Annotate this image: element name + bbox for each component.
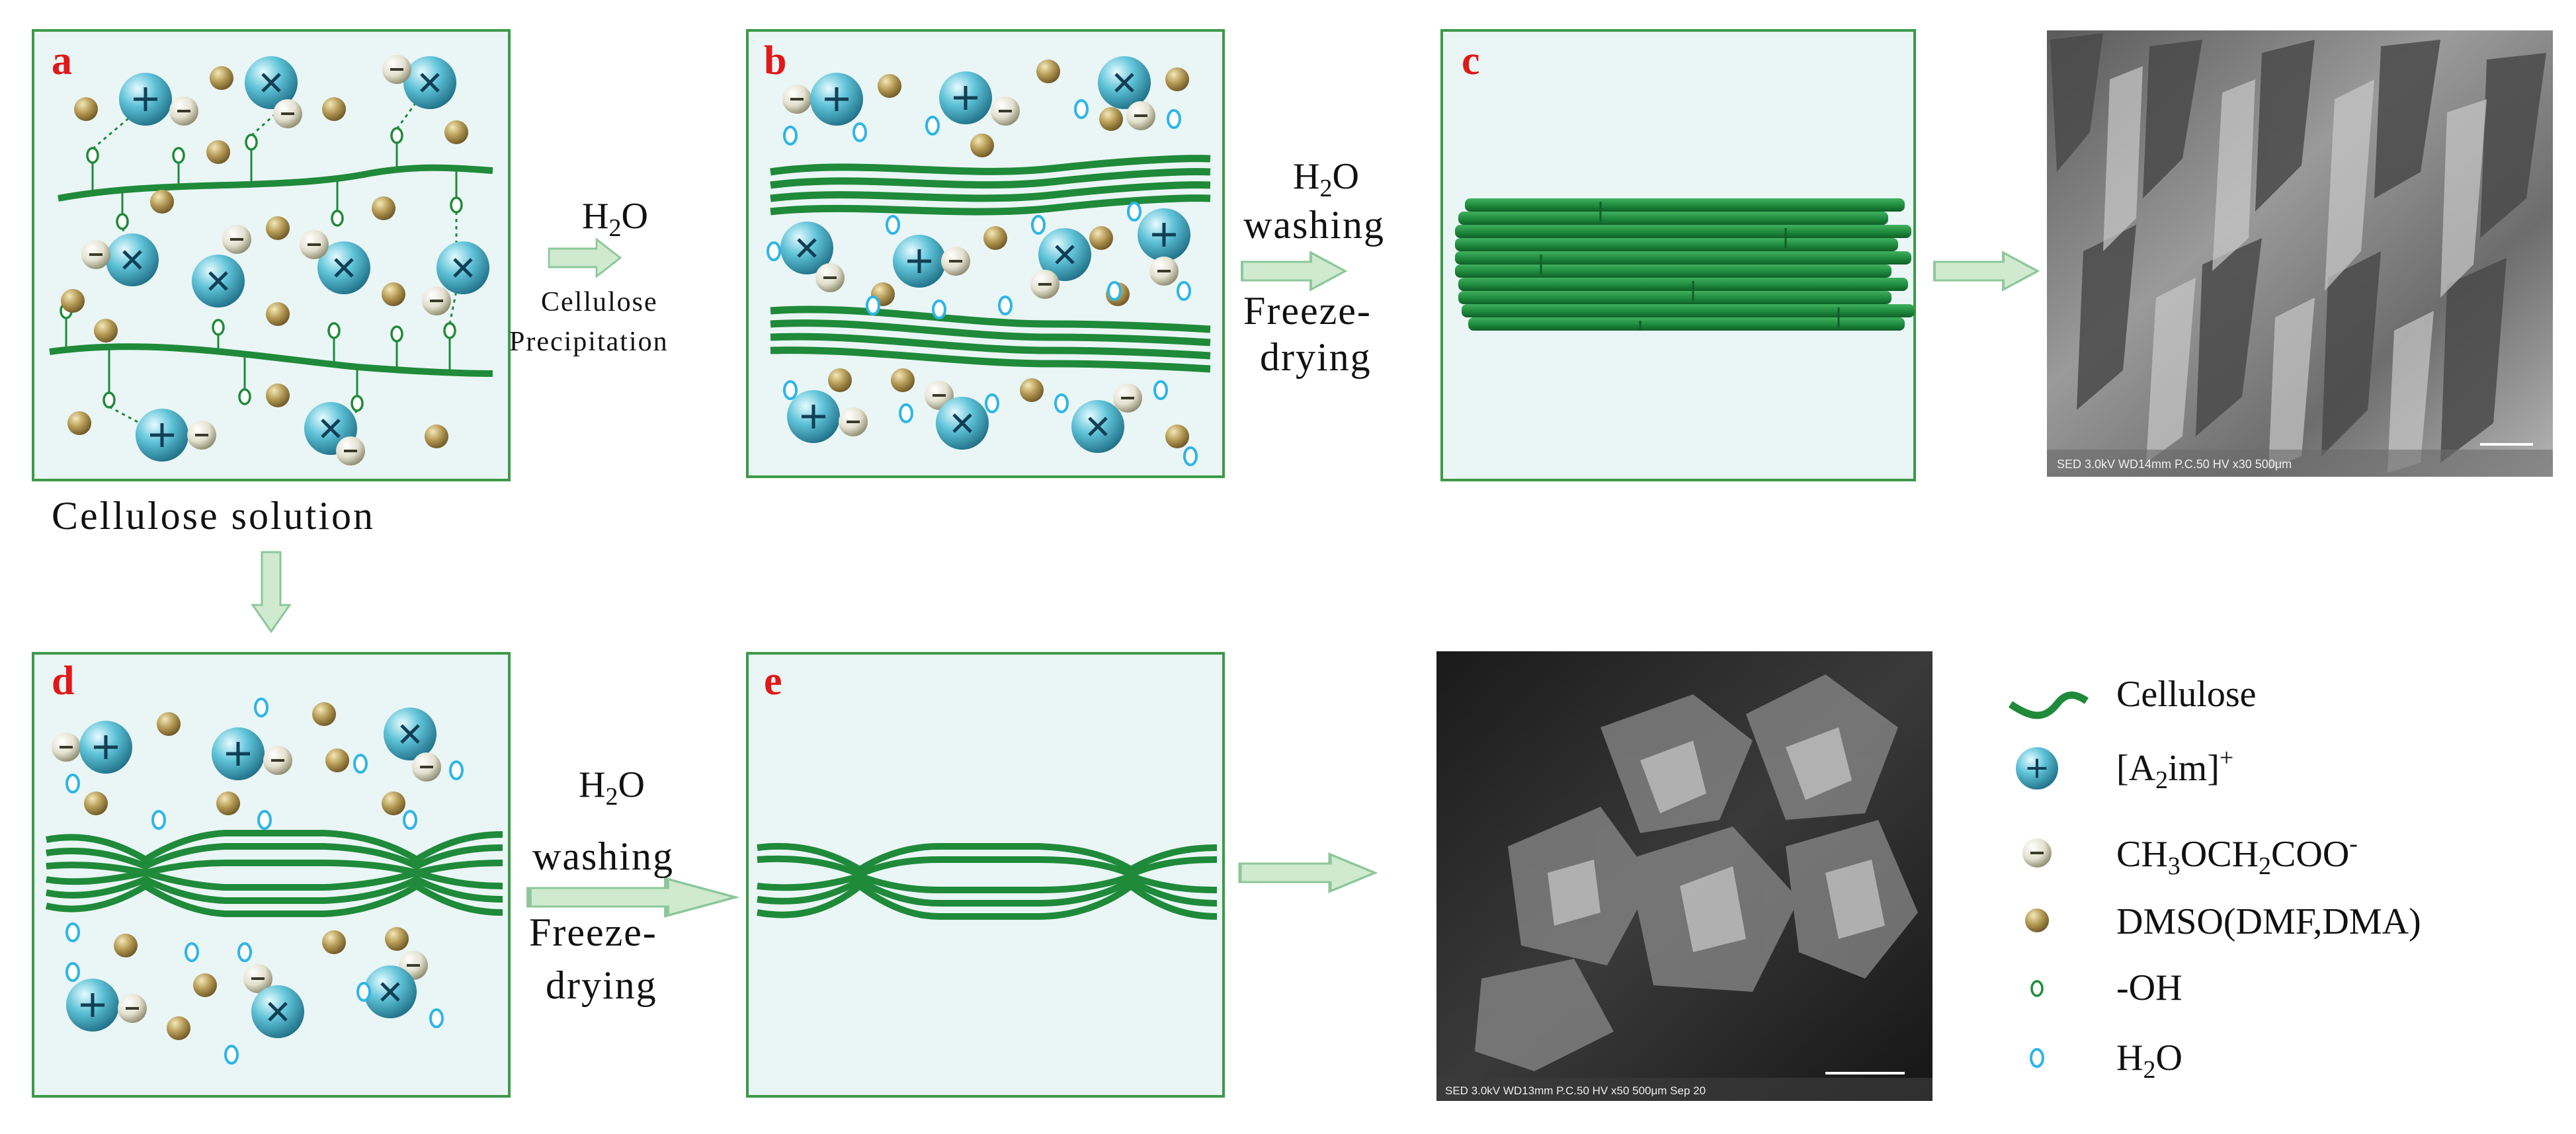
legend: Cellulose [A2im]+ CH3OCH2COO- DMSO(DMF,D…: [2008, 674, 2421, 1084]
sem-image-bottom: SED 3.0kV WD13mm P.C.50 HV x50 500μm Sep…: [1436, 651, 1932, 1101]
panel-b: b: [746, 29, 1225, 478]
cellulose-chain-icon: [2008, 691, 2089, 719]
step1-line2: Precipitation: [509, 327, 669, 357]
legend-solvent-label: DMSO(DMF,DMA): [2116, 901, 2421, 942]
legend-hydroxyl-label: -OH: [2116, 967, 2182, 1008]
cation-icon: [2016, 747, 2058, 790]
legend-anion-label: CH3OCH2COO-: [2116, 830, 2358, 880]
panel-b-letter: b: [764, 38, 786, 83]
legend-cation-item: [A2im]+: [2016, 744, 2233, 794]
legend-cation-label: [A2im]+: [2116, 744, 2233, 794]
cellulose-solution-caption: Cellulose solution: [52, 494, 375, 538]
arrow-c-to-sem: [1933, 251, 2039, 291]
step2-line2: Freeze-: [1243, 289, 1372, 333]
anion-icon: [2021, 837, 2053, 869]
panel-d: d: [32, 652, 511, 1098]
arrow-a-to-d: [251, 551, 291, 633]
arrow-a-to-b: [548, 238, 622, 278]
step3-line1: washing: [532, 834, 674, 878]
step1-line1: Cellulose: [541, 287, 658, 317]
arrow-e-to-sem: [1240, 854, 1375, 891]
panel-a: a: [32, 29, 511, 481]
legend-anion-item: CH3OCH2COO-: [2021, 830, 2358, 880]
legend-cellulose-item: Cellulose: [2008, 674, 2257, 719]
sem-top-info-bar: SED 3.0kV WD14mm P.C.50 HV x30 500μm: [2057, 458, 2292, 471]
step2-line1: washing: [1243, 203, 1385, 247]
panel-a-letter: a: [52, 38, 72, 83]
step1-reagent: H2O: [582, 196, 648, 242]
legend-solvent-item: DMSO(DMF,DMA): [2025, 901, 2421, 942]
legend-water-item: H2O: [2030, 1037, 2182, 1084]
legend-water-label: H2O: [2116, 1037, 2182, 1084]
legend-cellulose-label: Cellulose: [2116, 674, 2257, 715]
step3-line2: Freeze-: [529, 911, 657, 954]
water-molecule-icon: [2030, 1048, 2044, 1068]
sem-bottom-info-bar: SED 3.0kV WD13mm P.C.50 HV x50 500μm Sep…: [1445, 1084, 1706, 1097]
panel-c: c: [1440, 29, 1916, 481]
legend-hydroxyl-item: -OH: [2030, 967, 2182, 1008]
panel-c-letter: c: [1462, 38, 1480, 83]
step3-reagent: H2O: [579, 764, 645, 811]
panel-e: e: [746, 652, 1225, 1098]
panel-d-letter: d: [52, 659, 74, 704]
arrow-b-to-c: [1241, 251, 1347, 291]
panel-e-letter: e: [764, 659, 782, 704]
sem-image-top: SED 3.0kV WD14mm P.C.50 HV x30 500μm: [2047, 30, 2553, 477]
compact-cellulose-bundle: [1455, 198, 1915, 331]
step2-reagent: H2O: [1293, 156, 1359, 202]
step2-line3: drying: [1260, 335, 1372, 379]
hydroxyl-icon: [2030, 980, 2044, 997]
solvent-molecule-icon: [2025, 909, 2049, 932]
step3-line3: drying: [546, 963, 657, 1007]
